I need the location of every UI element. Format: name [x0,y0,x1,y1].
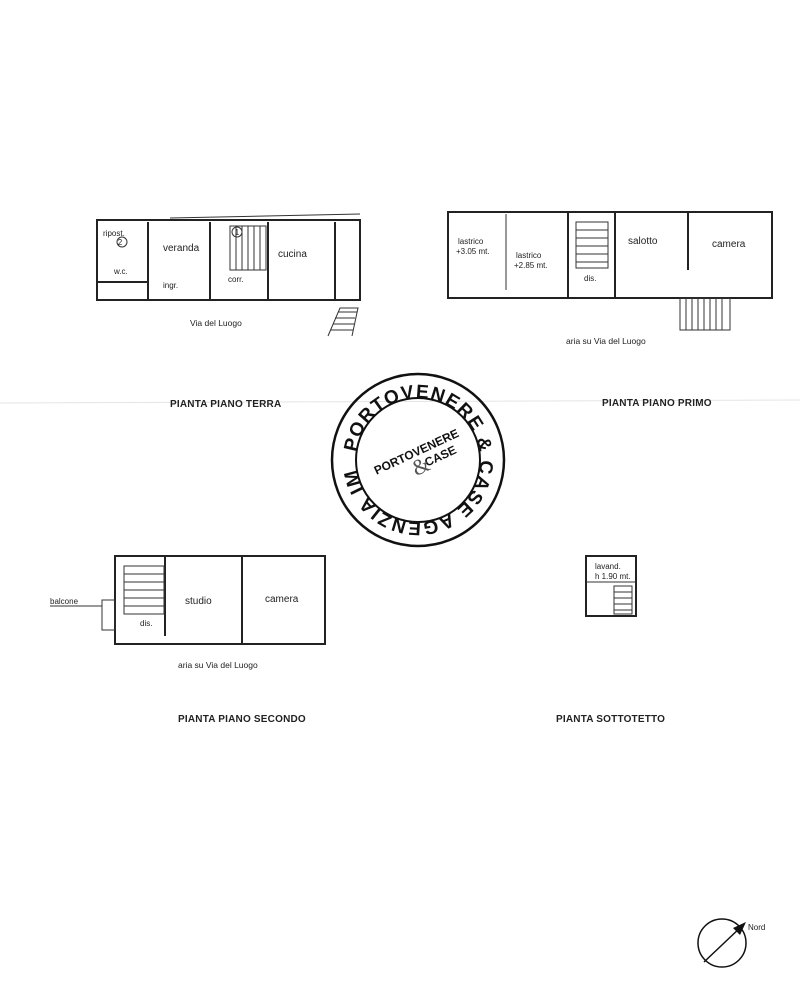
attic-stairs [613,585,633,615]
ground-num-1: 1 [235,228,240,237]
first-outline [447,211,773,299]
plan-ground-floor: 2 1 ripost. veranda w.c. corr. ingr. cuc… [96,213,361,410]
room-salotto: salotto [628,236,658,247]
room-lastrico-1-height: +3.05 mt. [456,247,490,256]
room-lastrico-2-height: +2.85 mt. [514,261,548,270]
ground-street: Via del Luogo [190,318,242,328]
ground-outline [96,219,361,301]
room-ingr: ingr. [163,281,178,290]
room-studio: studio [185,596,212,607]
first-street: aria su Via del Luogo [566,336,646,346]
compass-label: Nord [748,923,765,932]
room-veranda: veranda [163,243,200,254]
attic-outline [585,555,637,617]
first-title: PIANTA PIANO PRIMO [602,398,712,409]
room-lavand-height: h 1.90 mt. [595,572,631,581]
second-title: PIANTA PIANO SECONDO [178,714,306,725]
room-balcone: balcone [50,597,79,606]
room-ripost: ripost. [103,229,125,238]
balcony [101,599,116,631]
first-external-steps [679,297,731,331]
ground-num-2: 2 [118,238,123,247]
plan-first-floor: lastrico +3.05 mt. lastrico +2.85 mt. sa… [447,211,773,409]
room-lastrico-1: lastrico [458,237,484,246]
compass-ring [697,918,747,968]
north-compass: Nord [697,918,765,968]
plan-attic: lavand. h 1.90 mt. PIANTA SOTTOTETTO [556,555,665,725]
ground-title: PIANTA PIANO TERRA [170,399,281,410]
room-cucina: cucina [278,249,307,260]
room-wc: w.c. [113,267,128,276]
room-lastrico-2: lastrico [516,251,542,260]
plan-second-floor: balcone studio camera dis. aria su Via d… [50,555,326,725]
first-stairs [575,221,609,269]
room-camera-second: camera [265,594,299,605]
room-dis-second: dis. [140,619,152,628]
attic-title: PIANTA SOTTOTETTO [556,714,665,725]
stamp-inner-ring [355,397,481,523]
north-arrow-icon [733,922,746,935]
ground-marker-2 [116,236,128,248]
agency-stamp: PORTOVENERE & CASE AGENZIA IMMOBILIARE P… [0,51,506,548]
room-camera-first: camera [712,239,746,250]
ground-external-steps [327,307,359,337]
stamp-outer-ring [330,372,506,548]
room-dis-first: dis. [584,274,596,283]
room-corr: corr. [228,275,244,284]
second-street: aria su Via del Luogo [178,660,258,670]
ground-marker-1 [231,226,243,238]
room-lavand: lavand. [595,562,621,571]
